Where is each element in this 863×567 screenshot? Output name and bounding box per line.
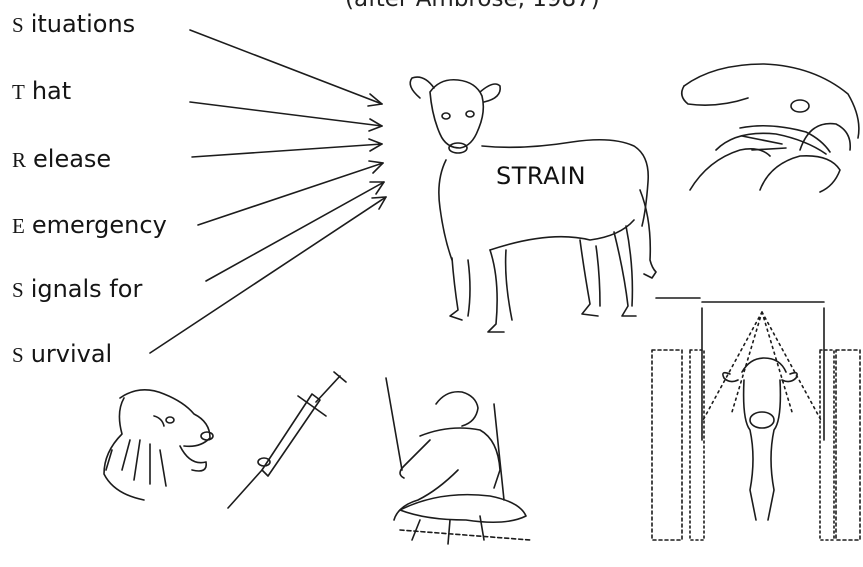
arrow-survival (150, 197, 386, 353)
calf-drawing (410, 77, 656, 332)
arrow-situations (190, 30, 382, 104)
dog-head (104, 390, 213, 500)
arrow-emergency (198, 163, 383, 225)
cow-in-spray-crush (652, 298, 860, 540)
arrows (150, 30, 386, 353)
shearing-man-with-animal (386, 378, 530, 544)
strain-label: STRAIN (496, 162, 586, 190)
syringe (228, 372, 346, 508)
goat-mouth-handling (682, 64, 859, 192)
arrow-signals-for (206, 182, 384, 281)
arrow-release (192, 144, 382, 157)
arrow-that (190, 102, 382, 126)
